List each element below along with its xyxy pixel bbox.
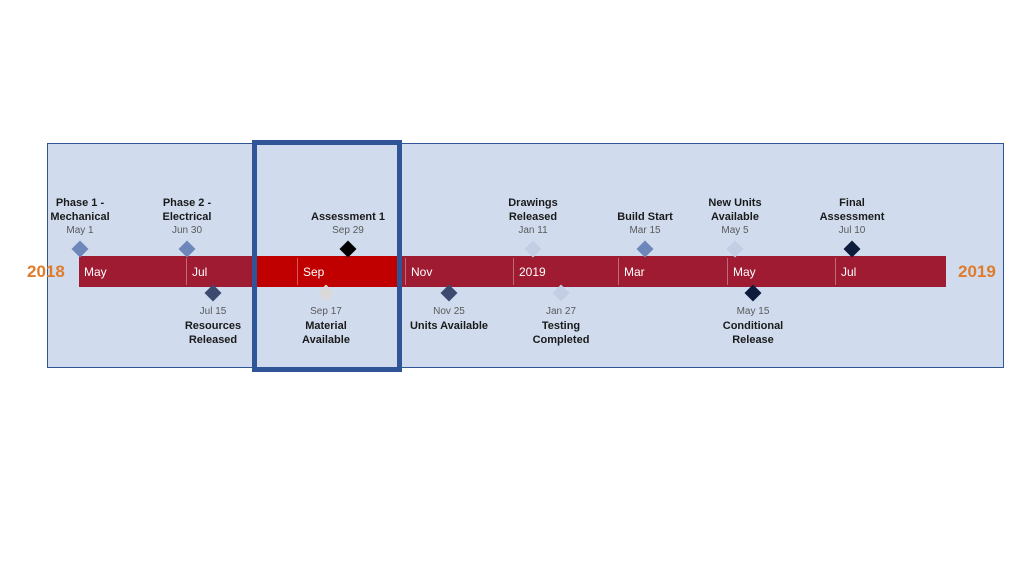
month-label: 2019 <box>519 265 546 279</box>
month-label: May <box>84 265 107 279</box>
milestone-date: May 15 <box>736 306 770 317</box>
month-label: Jul <box>841 265 857 279</box>
milestone-title: Phase 1 -Mechanical <box>50 197 110 223</box>
month-tick <box>835 258 836 285</box>
month-tick <box>618 258 619 285</box>
milestone-date: Jan 27 <box>545 306 577 317</box>
month-tick <box>405 258 406 285</box>
start-year-label: 2018 <box>27 262 65 281</box>
timeline-panel <box>47 143 1004 368</box>
milestone-title: Assessment 1 <box>311 211 385 223</box>
milestone-date: May 5 <box>721 225 749 236</box>
month-tick <box>297 258 298 285</box>
milestone-date: May 1 <box>66 225 94 236</box>
milestone-date: Mar 15 <box>629 225 661 236</box>
milestone-date: Jul 15 <box>199 306 227 317</box>
milestone-title: Build Start <box>617 211 673 223</box>
month-label: Sep <box>303 265 325 279</box>
milestone-label: Assessment 1 Sep 29 <box>311 210 385 238</box>
timeline-bar-highlight <box>256 256 398 287</box>
end-year-label: 2019 <box>958 262 996 281</box>
milestone-title: Units Available <box>409 320 489 332</box>
month-tick <box>513 258 514 285</box>
milestone-date: Sep 17 <box>310 306 342 317</box>
highlight-frame <box>252 140 402 372</box>
timeline-bar <box>79 256 946 287</box>
month-label: Jul <box>192 265 208 279</box>
month-tick <box>727 258 728 285</box>
month-label: May <box>733 265 756 279</box>
milestone-label: Nov 25 Units Available <box>410 305 488 333</box>
month-label: Nov <box>411 265 433 279</box>
milestone-date: Sep 29 <box>332 225 364 236</box>
milestone-date: Jan 11 <box>518 225 548 236</box>
milestone-date: Jun 30 <box>171 225 203 236</box>
milestone-date: Nov 25 <box>433 306 465 317</box>
milestone-title: Phase 2 -Electrical <box>162 197 212 223</box>
month-tick <box>186 258 187 285</box>
month-label: Mar <box>624 265 645 279</box>
milestone-date: Jul 10 <box>838 225 866 236</box>
